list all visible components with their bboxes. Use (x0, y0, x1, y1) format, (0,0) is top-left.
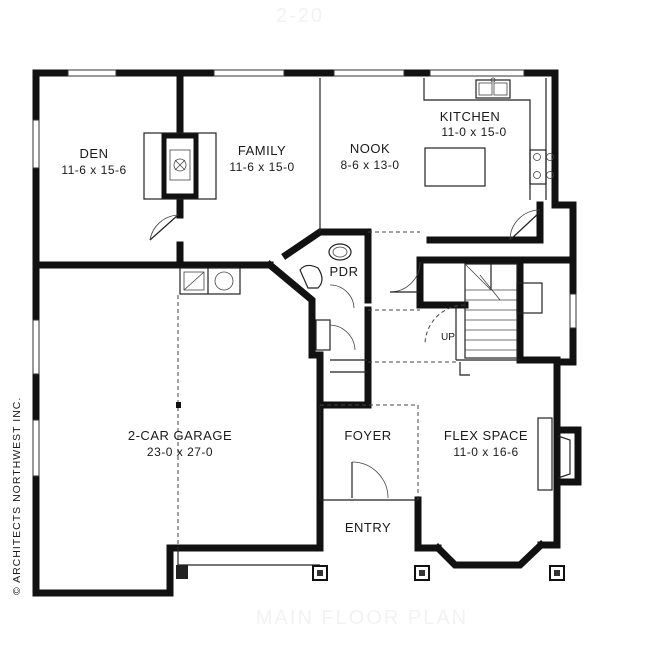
den-name: DEN (80, 146, 109, 161)
windows (32, 69, 577, 477)
garage-fixtures (176, 267, 320, 579)
kitchen-counters (423, 77, 554, 200)
nook-name: NOOK (350, 141, 390, 156)
family-name: FAMILY (238, 143, 286, 158)
flex-dims: 11-0 x 16-6 (453, 445, 518, 459)
pdr-fixtures (299, 243, 352, 289)
fireplace-icon (143, 132, 217, 200)
closets (315, 319, 368, 373)
thin-partitions (319, 78, 520, 501)
flex-name: FLEX SPACE (444, 428, 528, 443)
watermark-top: 2-20 (276, 5, 324, 27)
stairs (459, 263, 543, 376)
kitchen-name: KITCHEN (440, 109, 501, 124)
entry-name: ENTRY (345, 520, 391, 535)
garage-dims: 23-0 x 27-0 (147, 445, 213, 459)
foyer-name: FOYER (344, 428, 391, 443)
family-dims: 11-6 x 15-0 (229, 160, 294, 174)
den-dims: 11-6 x 15-6 (61, 163, 126, 177)
nook-dims: 8-6 x 13-0 (340, 158, 399, 172)
kitchen-island (424, 147, 486, 187)
kitchen-dims: 11-0 x 15-0 (441, 125, 506, 139)
pdr-name: PDR (330, 264, 359, 279)
flex-fireplace-icon (537, 417, 582, 491)
exterior-walls (32, 69, 577, 597)
stair-up-label: UP (441, 332, 455, 343)
copyright-text: © ARCHITECTS NORTHWEST INC. (11, 397, 23, 595)
dashed-boundaries (177, 231, 456, 548)
doors (149, 209, 541, 499)
porch-columns (312, 565, 565, 581)
garage-name: 2-CAR GARAGE (128, 428, 232, 443)
watermark-bottom: MAIN FLOOR PLAN (256, 607, 468, 629)
